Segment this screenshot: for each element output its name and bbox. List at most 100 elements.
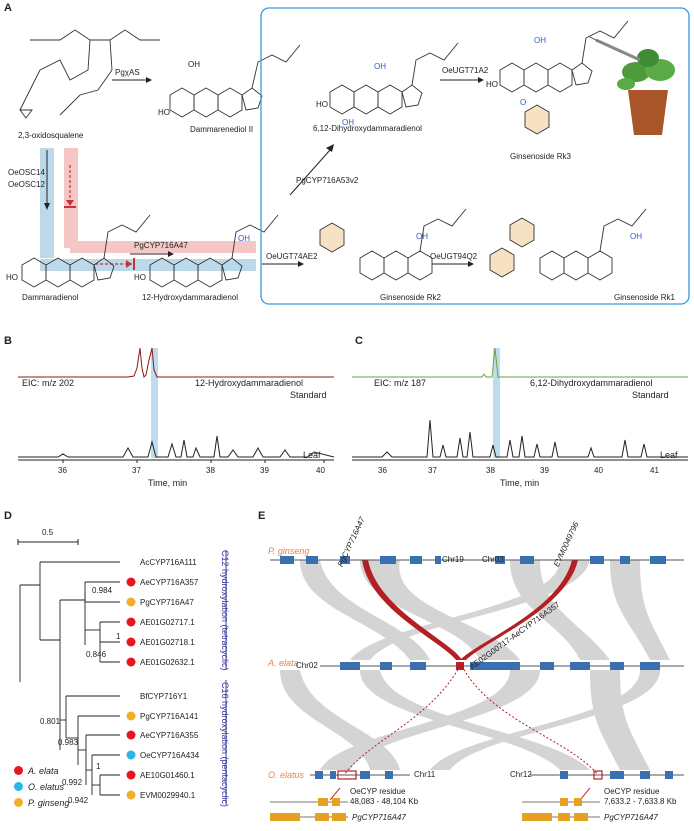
synteny-plot [270,556,684,821]
oxidosqualene-structure [19,29,160,119]
rk2-label: Ginsenoside Rk2 [380,293,441,302]
leaf-8: AeCYP716A355 [140,731,199,740]
chr19-label: Chr19 [442,555,464,564]
enzyme-dds-label: PgχAS [115,68,140,77]
ugt74ae2-label: OeUGT74AE2 [266,252,318,261]
residue2-range: 7,633.2 - 7,633.8 Kb [604,797,677,806]
chromatogram-b [18,347,334,463]
chr12-label: Chr12 [510,770,532,779]
enzyme-pathway-box [260,7,690,305]
ho-label: HO [134,273,146,282]
eic-c-label: EIC: m/z 187 [374,378,427,388]
tick-b-40: 40 [316,466,325,475]
cyp716a53v2-label: PgCYP716A53v2 [296,176,359,185]
leaf-11: EVM0029940.1 [140,791,196,800]
tick-c-37: 37 [428,466,437,475]
leaf-6: BfCYP716Y1 [140,692,188,701]
legend-swatch-pginseng [14,798,23,807]
leaf-4: AE01G02718.1 [140,638,195,647]
leaf-c-label: Leaf [660,450,678,460]
oh-label: OH [416,232,428,241]
tobacco-plant-icon [587,35,675,135]
cyp-highlight-pink [70,241,256,253]
tick-c-41: 41 [650,466,659,475]
standard-b-name: 12-Hydroxydammaradienol [195,378,304,388]
standard-b-label: Standard [290,390,327,400]
rk2-structure [319,208,467,281]
oh-label: OH [188,60,200,69]
group1-label: C12 hydroxylation (tetracyclic) [220,550,230,671]
panel-label-d: D [4,510,12,522]
osc-highlight-pink [64,148,78,248]
oh-label: OH [342,118,354,127]
legend-swatch-oelatus [14,782,23,791]
panel-label-c: C [355,335,363,347]
eic-b-leaf-trace [18,435,334,458]
leaf-1: AeCYP716A357 [140,578,199,587]
ugt94q2-label: OeUGT94Q2 [430,252,478,261]
osc14-label: OeOSC14 [8,168,45,177]
dammarenediol-label: Dammarenediol II [190,125,254,134]
ae-gene-marker [456,662,464,670]
species-ae-label: A. elata [268,658,299,668]
bootstrap-3: 0.801 [40,717,61,726]
ho-label: HO [316,100,328,109]
residue1-range: 48,083 - 48,104 Kb [350,797,419,806]
red-ribbon-pg [362,560,462,660]
ho-label: HO [6,273,18,282]
chr11-label: Chr11 [414,770,436,779]
bootstrap-2: 0.846 [86,650,107,659]
tick-c-38: 38 [486,466,495,475]
legend-aelata: A. elata [28,766,59,776]
legend-swatch-aelata [14,766,23,775]
bootstrap-0: 0.984 [92,586,113,595]
leaf-9: OeCYP716A434 [140,751,200,760]
chr03-label: Chr03 [482,555,504,564]
bootstrap-5: 1 [96,762,101,771]
oh-label: OH [374,62,386,71]
residue1-title: OeCYP residue [350,787,406,796]
panel-label-b: B [4,335,12,347]
oh-label: OH [534,36,546,45]
species-pg-label: P. ginseng [268,546,310,556]
bootstrap-7: 0.942 [68,796,89,805]
bootstrap-4: 0.983 [58,738,79,747]
rk3-structure [499,20,629,135]
panel-label-e: E [258,510,266,522]
leaf-b-label: Leaf [303,450,321,460]
eic-b-standard-trace [18,347,334,378]
ho-label: HO [486,80,498,89]
legend-oelatus: O. elatus [28,782,65,792]
scale-label: 0.5 [42,528,54,537]
rk1-structure [489,208,647,281]
standard-c-label: Standard [632,390,669,400]
eic-c-leaf-trace [352,419,688,458]
o-label: O [520,98,527,107]
ho-label: HO [158,108,170,117]
panel-label-a: A [4,2,12,14]
tree-branches [19,561,120,796]
oe-residue-box-1 [337,770,357,780]
substrate-label: 2,3-oxidosqualene [18,131,84,140]
tick-b-38: 38 [206,466,215,475]
phylogenetic-tree [17,539,227,805]
dammaradienol-structure [21,214,151,288]
eic-b-label: EIC: m/z 202 [22,378,75,388]
species-oe-label: O. elatus [268,770,305,780]
eic-c-standard-trace [352,347,688,378]
oh-label: OH [238,234,250,243]
ref-gene-label-1: PgCYP716A47 [352,813,406,822]
tick-b-39: 39 [260,466,269,475]
tick-c-40: 40 [594,466,603,475]
bootstrap-6: 0.992 [62,778,83,787]
xlabel-b: Time, min [148,478,188,488]
bootstrap-1: 1 [116,632,121,641]
standard-c-name: 6,12-Dihydroxydammaradienol [530,378,653,388]
rk3-label: Ginsenoside Rk3 [510,152,571,161]
species-dots [126,577,136,800]
oh-label: OH [630,232,642,241]
oe-residue-box-2 [593,770,603,780]
xlabel-c: Time, min [500,478,540,488]
chromatogram-c [352,347,688,461]
panel-a-scheme [19,7,690,305]
